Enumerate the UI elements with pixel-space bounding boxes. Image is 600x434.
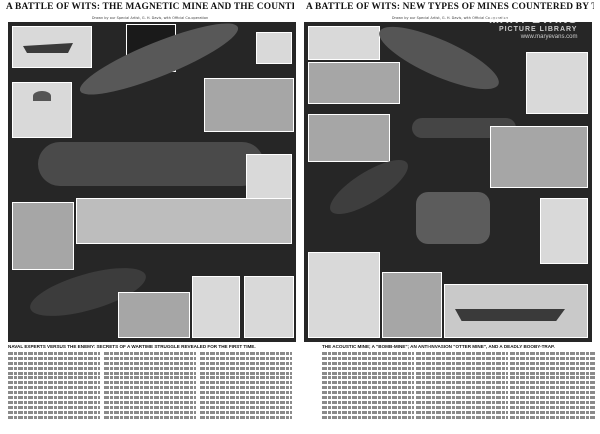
watermark: MARY EVANS PICTURE LIBRARY www.maryevans… (489, 12, 577, 40)
left-article-text (8, 352, 296, 424)
convoy-panel (308, 62, 400, 104)
watermark-sub: PICTURE LIBRARY (498, 26, 578, 33)
right-article-text (322, 352, 596, 424)
otter-mine-drawing (416, 192, 490, 244)
right-column-3 (510, 352, 596, 420)
right-headline: A BATTLE OF WITS: NEW TYPES OF MINES COU… (306, 2, 594, 12)
sea-panel (76, 198, 292, 244)
minesweeper-panel (308, 26, 380, 60)
page-gutter (298, 20, 302, 346)
landing-craft-panel (444, 284, 588, 338)
right-illustration (304, 22, 592, 342)
left-illustration (8, 22, 296, 342)
harbour-panel (204, 78, 294, 132)
parachute-panel (12, 82, 72, 138)
landing-craft-drawing (455, 309, 565, 321)
detail-panel (246, 154, 292, 200)
left-headline: A BATTLE OF WITS: THE MAGNETIC MINE AND … (6, 2, 294, 12)
right-credit: Drawn by our Special Artist, G. H. Davis… (391, 16, 509, 20)
left-column-3 (200, 352, 292, 420)
mine-section-drawing (38, 142, 264, 186)
booby-trap-panel (540, 198, 588, 264)
charge-panel (382, 272, 442, 338)
left-column-2 (104, 352, 196, 420)
right-page: A BATTLE OF WITS: NEW TYPES OF MINES COU… (300, 0, 600, 434)
watermark-url: www.maryevans.com (520, 34, 578, 40)
parachute-icon (33, 91, 51, 101)
mine-interior-panel (308, 114, 390, 162)
assembly-panel (308, 252, 380, 338)
instrument-panel (256, 32, 292, 64)
watermark-name: MARY EVANS (489, 12, 578, 26)
explosion-panel (490, 126, 588, 188)
left-credit: Drawn by our Special Artist, G. H. Davis… (91, 16, 209, 20)
ship-panel (12, 26, 92, 68)
ship-drawing (23, 43, 73, 53)
right-column-2 (416, 352, 508, 420)
mechanism-panel (12, 202, 74, 270)
left-column-1 (8, 352, 100, 420)
left-caption: NAVAL EXPERTS VERSUS THE ENEMY: SECRETS … (8, 344, 256, 349)
right-caption: THE ACOUSTIC MINE; A "BOMB-MINE"; AN ANT… (322, 344, 555, 349)
left-page: A BATTLE OF WITS: THE MAGNETIC MINE AND … (6, 2, 296, 424)
drum-panel (192, 276, 240, 338)
hydrophone-panel (526, 52, 588, 114)
circuit-panel (118, 292, 190, 338)
right-column-1 (322, 352, 414, 420)
ring-panel (244, 276, 294, 338)
